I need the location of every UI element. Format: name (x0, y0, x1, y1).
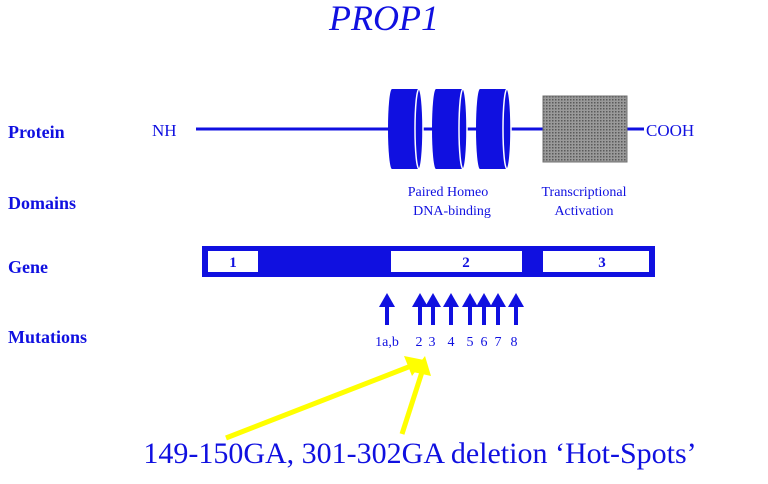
mutation-arrow-1ab (379, 293, 395, 325)
mutation-label-4: 4 (448, 335, 455, 350)
mutation-arrow-7 (490, 293, 506, 325)
paired-homeo-label-line1: Paired Homeo (408, 185, 488, 200)
hotspot-arrow-to-3 (399, 371, 425, 435)
homeodomain-helix-2 (432, 88, 468, 170)
transcriptional-activation-box (542, 95, 628, 163)
homeodomain-helix-1 (388, 88, 424, 170)
homeodomain-helix-3 (476, 88, 512, 170)
exon-2-box (391, 251, 522, 272)
domain-labels: Paired Homeo DNA-binding Transcriptional… (408, 185, 627, 219)
exon-1-label: 1 (229, 255, 237, 271)
mutation-label-7: 7 (495, 335, 502, 350)
diagram-title: PROP1 (328, 0, 439, 38)
mutation-arrow-8 (508, 293, 524, 325)
mutation-label-8: 8 (511, 335, 518, 350)
row-label-protein: Protein (8, 122, 65, 142)
exon-2-label: 2 (462, 255, 470, 271)
mutation-label-3: 3 (429, 335, 436, 350)
mutation-arrow-3 (425, 293, 441, 325)
mutation-label-1ab: 1a,b (375, 335, 399, 350)
transcriptional-label-line1: Transcriptional (541, 185, 626, 200)
paired-homeo-label-line2: DNA-binding (413, 204, 491, 219)
hotspot-caption: 149-150GA, 301-302GA deletion ‘Hot-Spots… (143, 437, 696, 470)
hotspot-arrow-to-2 (225, 363, 412, 441)
mutation-arrow-6 (476, 293, 492, 325)
row-label-gene: Gene (8, 257, 48, 277)
gene-structure: 1 2 3 (202, 246, 655, 277)
protein-schematic: NH COOH (152, 88, 694, 170)
mutation-arrow-2 (412, 293, 428, 325)
exon-1-box (208, 251, 258, 272)
mutation-labels: 1a,b 2 3 4 5 6 7 8 (375, 335, 517, 350)
mutation-label-2: 2 (416, 335, 423, 350)
mutation-label-5: 5 (467, 335, 474, 350)
exon-3-box (543, 251, 649, 272)
hotspot-pointer-arrows (225, 356, 431, 441)
mutation-arrow-4 (443, 293, 459, 325)
row-label-domains: Domains (8, 193, 76, 213)
row-label-mutations: Mutations (8, 327, 87, 347)
mutation-markers (379, 293, 524, 325)
n-terminus-label: NH (152, 121, 177, 140)
transcriptional-label-line2: Activation (554, 204, 613, 219)
exon-3-label: 3 (598, 255, 606, 271)
c-terminus-label: COOH (646, 121, 694, 140)
mutation-label-6: 6 (481, 335, 488, 350)
mutation-arrow-5 (462, 293, 478, 325)
